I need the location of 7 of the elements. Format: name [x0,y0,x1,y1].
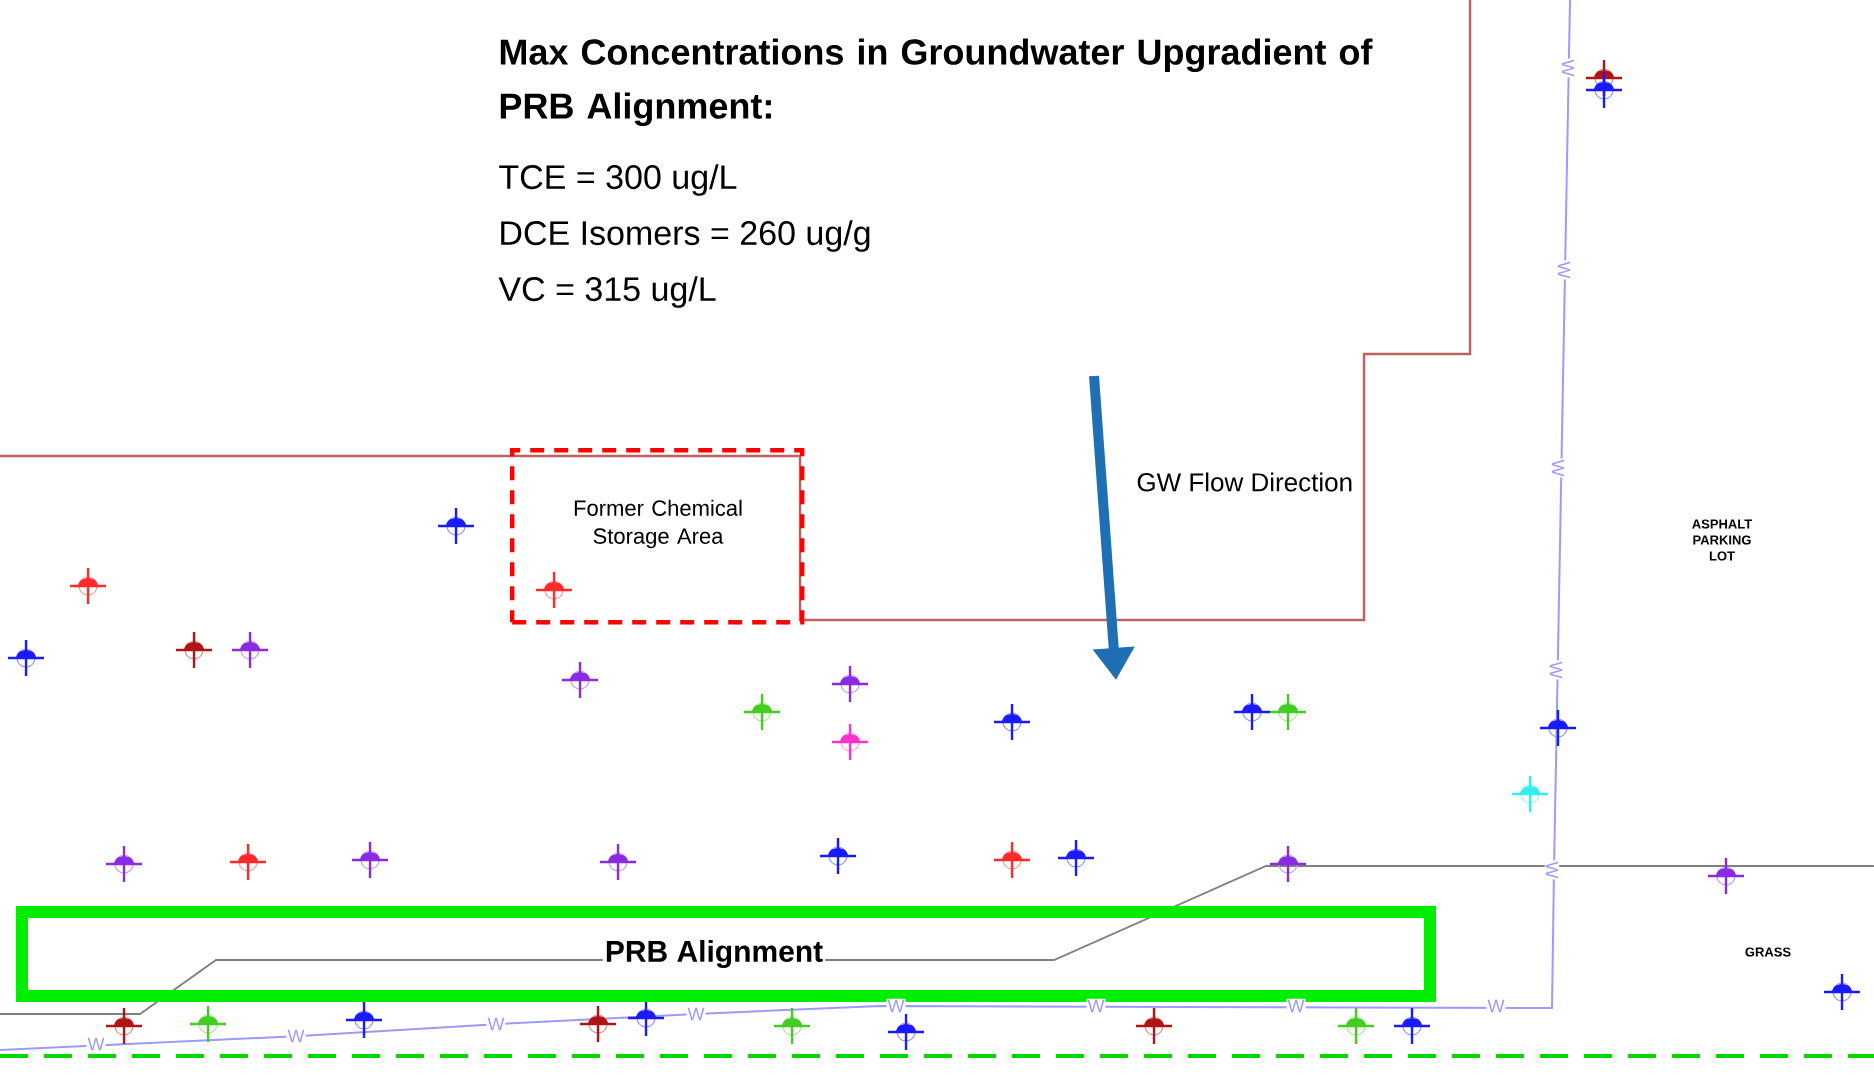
title: Max Concentrations in Groundwater Upgradient of PRB Alignment: [500,38,1373,127]
text-line: VC = 315 ug/L [498,276,716,308]
prb-alignment-box: PRB Alignment [16,906,1436,1002]
text-line: DCE Isomers = 260 ug/g [501,220,870,252]
storage-area-box: Former Chemical Storage Area [510,448,805,625]
text-line: TCE = 300 ug/L [499,164,737,196]
flow-label: GW Flow Direction [1137,472,1352,492]
